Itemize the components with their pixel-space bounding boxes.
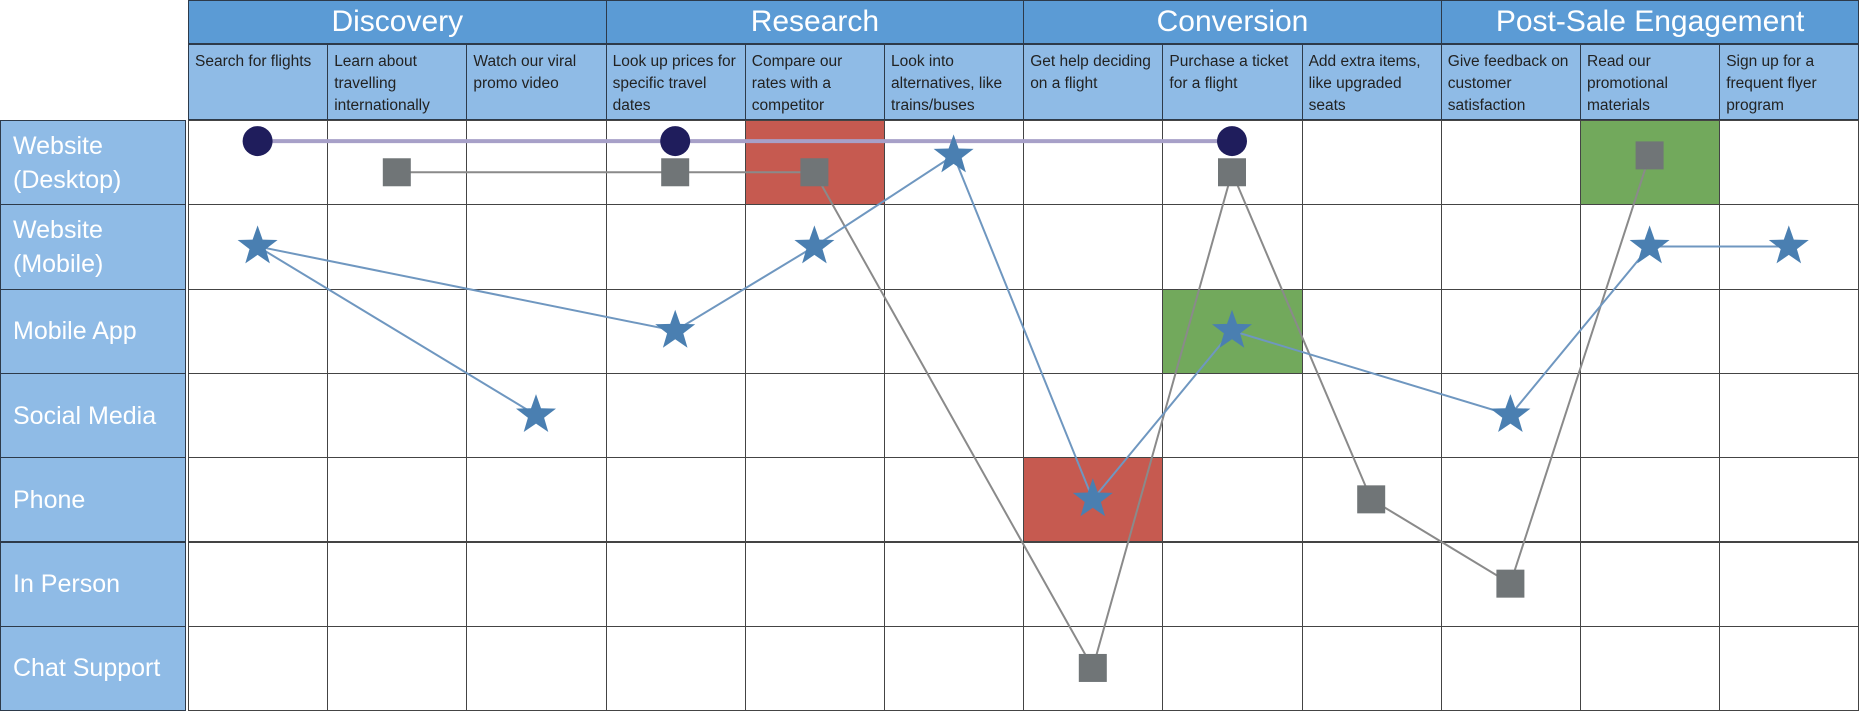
star-marker-icon (1072, 478, 1113, 517)
grid-cell (1301, 541, 1442, 627)
step-header: Add extra items, like upgraded seats (1301, 44, 1442, 120)
grid-cell (744, 372, 885, 459)
step-header: Sign up for a frequent flyer program (1719, 44, 1860, 120)
grid-cell (1719, 541, 1860, 627)
star-marker-icon (1212, 309, 1252, 348)
phase-header: Research (605, 0, 1025, 44)
square-marker-icon (1496, 569, 1525, 598)
grid-cell (1162, 625, 1303, 711)
grid-cell (1440, 120, 1581, 206)
grid-cell (884, 457, 1025, 543)
channel-label: Website (Mobile) (0, 204, 186, 290)
step-header: Look up prices for specific travel dates (605, 44, 746, 120)
grid-cell (327, 372, 468, 459)
channel-label: Chat Support (0, 625, 186, 711)
grid-cell (605, 372, 746, 459)
grid-cell (744, 541, 885, 627)
grid-cell (466, 204, 607, 290)
step-header: Compare our rates with a competitor (744, 44, 885, 120)
grid-cell (1162, 204, 1303, 290)
grid-cell (466, 541, 607, 627)
square-journey-line (396, 155, 1651, 671)
grid-cell (1440, 625, 1581, 711)
grid-cell (744, 288, 885, 374)
grid-cell (884, 625, 1025, 711)
star-marker-icon (1629, 225, 1670, 264)
grid-cell (1301, 120, 1442, 206)
grid-cell (1023, 120, 1164, 206)
grid-cell (327, 625, 468, 711)
channel-label: Mobile App (0, 288, 186, 374)
channel-label: In Person (0, 541, 186, 627)
square-marker-icon (1357, 485, 1386, 514)
square-marker-icon (382, 158, 411, 187)
star-marker-icon (794, 225, 835, 264)
grid-cell (1440, 457, 1581, 543)
circle-marker-icon (242, 126, 273, 157)
star-marker-icon (933, 134, 974, 173)
grid-cell (1719, 288, 1860, 374)
grid-cell (1580, 372, 1721, 459)
square-marker-icon (661, 158, 690, 187)
square-marker-icon (1635, 141, 1664, 170)
step-header: Purchase a ticket for a flight (1162, 44, 1303, 120)
grid-cell (1023, 204, 1164, 290)
star-marker-icon (655, 309, 696, 348)
channel-label: Website (Desktop) (0, 120, 186, 206)
grid-cell (605, 625, 746, 711)
grid-cell (1580, 541, 1721, 627)
star-marker-icon (1768, 225, 1809, 264)
step-header: Read our promotional materials (1580, 44, 1721, 120)
grid-cell (1162, 541, 1303, 627)
grid-cell (884, 204, 1025, 290)
star-marker-icon (237, 225, 278, 264)
grid-cell (188, 457, 329, 543)
square-marker-icon (1078, 653, 1107, 682)
grid-cell (466, 457, 607, 543)
grid-cell (1719, 120, 1860, 206)
step-header: Give feedback on customer satisfaction (1440, 44, 1581, 120)
star-journey-line (257, 153, 1789, 502)
channel-label: Social Media (0, 372, 186, 459)
step-header: Watch our viral promo video (466, 44, 607, 120)
step-header: Get help deciding on a flight (1023, 44, 1164, 120)
phase-header: Conversion (1023, 0, 1442, 44)
grid-cell (466, 120, 607, 206)
grid-cell (1719, 625, 1860, 711)
grid-cell (1301, 204, 1442, 290)
star-marker-icon (1490, 394, 1531, 432)
grid-cell (1440, 204, 1581, 290)
star-marker-icon (516, 394, 556, 432)
grid-cell (744, 625, 885, 711)
phase-header: Discovery (188, 0, 607, 44)
circle-marker-icon (1217, 126, 1247, 157)
phase-header: Post-Sale Engagement (1440, 0, 1860, 44)
channel-label: Phone (0, 457, 186, 543)
step-header: Search for flights (188, 44, 329, 120)
grid-cell (884, 541, 1025, 627)
grid-cell (466, 625, 607, 711)
grid-cell (1023, 288, 1164, 374)
grid-cell (188, 372, 329, 459)
circle-marker-icon (660, 126, 691, 157)
grid-cell (605, 204, 746, 290)
grid-cell (188, 541, 329, 627)
square-marker-icon (800, 158, 829, 187)
grid-cell (884, 288, 1025, 374)
square-marker-icon (1218, 158, 1246, 187)
